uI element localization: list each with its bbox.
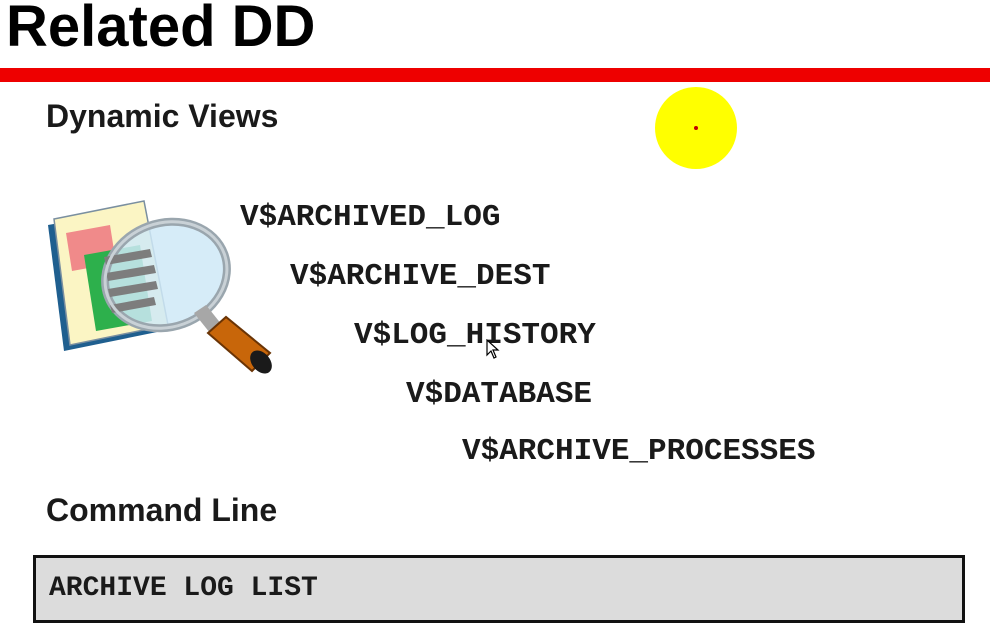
cursor-highlight-dot (694, 126, 698, 130)
view-database: V$DATABASE (406, 377, 593, 412)
slide-title: Related DD (6, 0, 316, 59)
dynamic-views-heading: Dynamic Views (46, 98, 279, 134)
command-text: ARCHIVE LOG LIST (49, 573, 318, 604)
view-archive-processes: V$ARCHIVE_PROCESSES (462, 434, 816, 469)
view-log-history: V$LOG_HISTORY (354, 318, 596, 353)
cursor-highlight-circle (655, 87, 737, 169)
mouse-pointer-icon (486, 338, 500, 359)
title-divider-bar (0, 68, 990, 82)
view-archive-dest: V$ARCHIVE_DEST (290, 259, 551, 294)
command-line-heading: Command Line (46, 492, 278, 528)
magnifier-document-icon (44, 193, 274, 383)
view-archived-log: V$ARCHIVED_LOG (240, 200, 501, 235)
command-box: ARCHIVE LOG LIST (33, 555, 965, 623)
